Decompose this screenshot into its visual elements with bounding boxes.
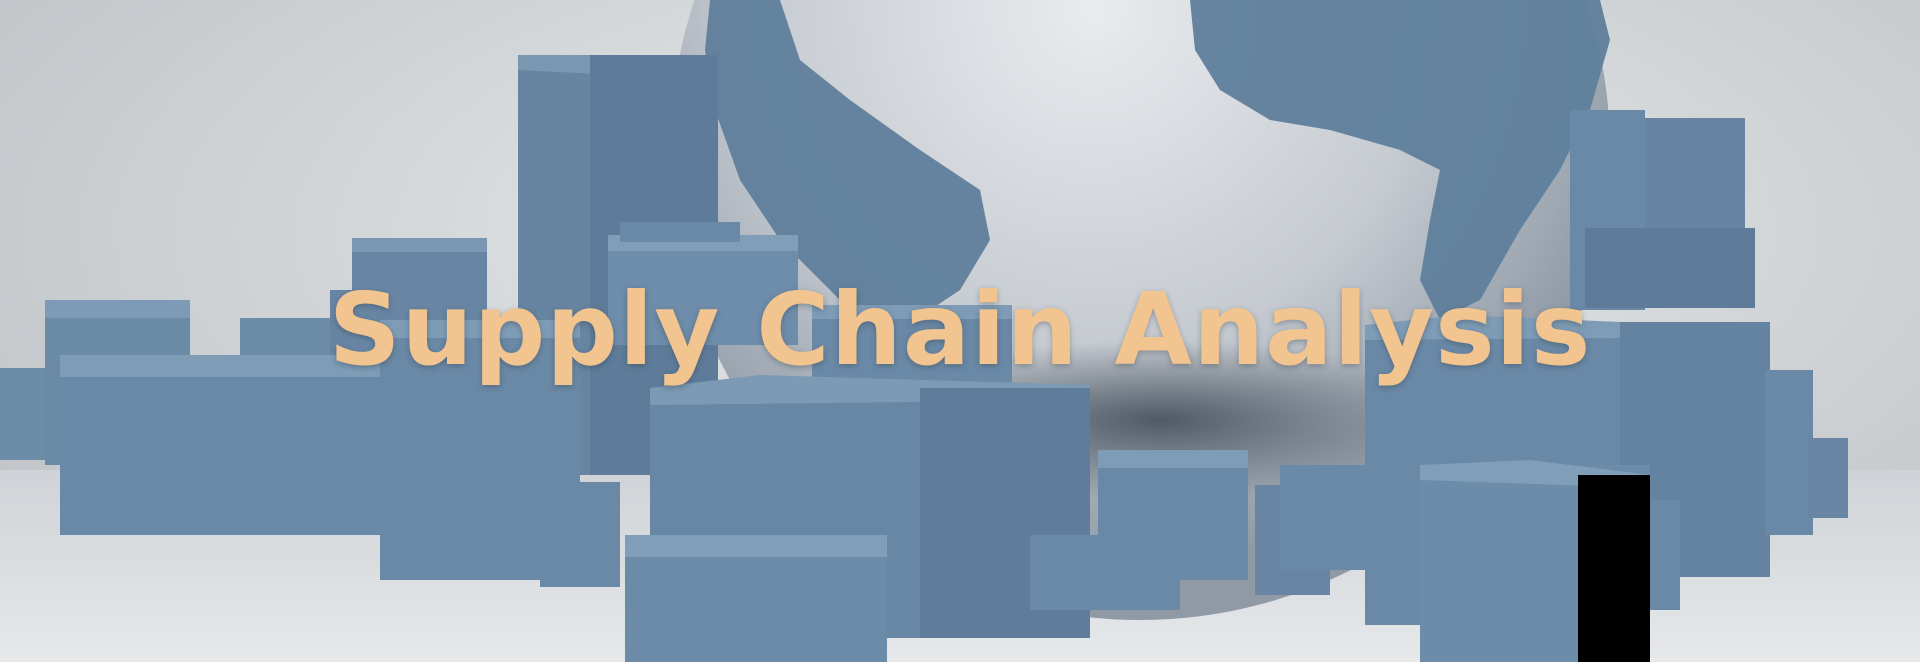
cardboard-boxes — [0, 55, 1848, 662]
banner-title: Supply Chain Analysis — [328, 271, 1592, 388]
